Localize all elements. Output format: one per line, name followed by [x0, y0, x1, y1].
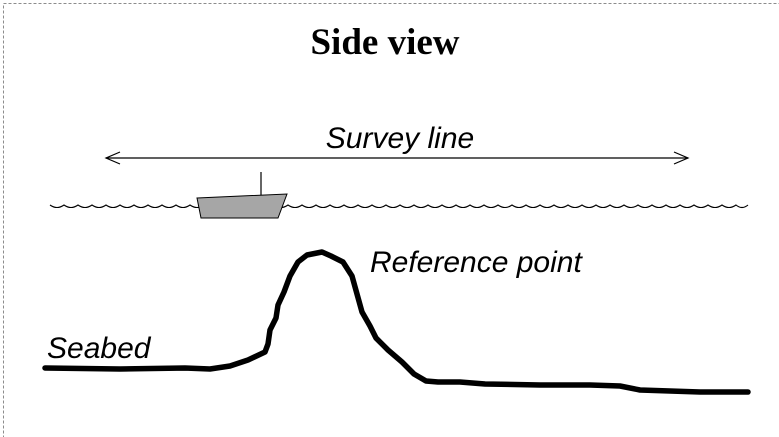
diagram-title: Side view — [310, 22, 459, 63]
survey-line-label: Survey line — [326, 122, 474, 155]
survey-line-arrow — [104, 151, 690, 165]
boat-hull — [196, 193, 288, 219]
survey-boat — [196, 172, 288, 219]
diagram-frame — [3, 3, 779, 437]
seabed-profile — [42, 249, 751, 395]
water-surface — [49, 204, 749, 209]
seabed-label: Seabed — [47, 332, 152, 365]
reference-point-label: Reference point — [370, 246, 583, 279]
